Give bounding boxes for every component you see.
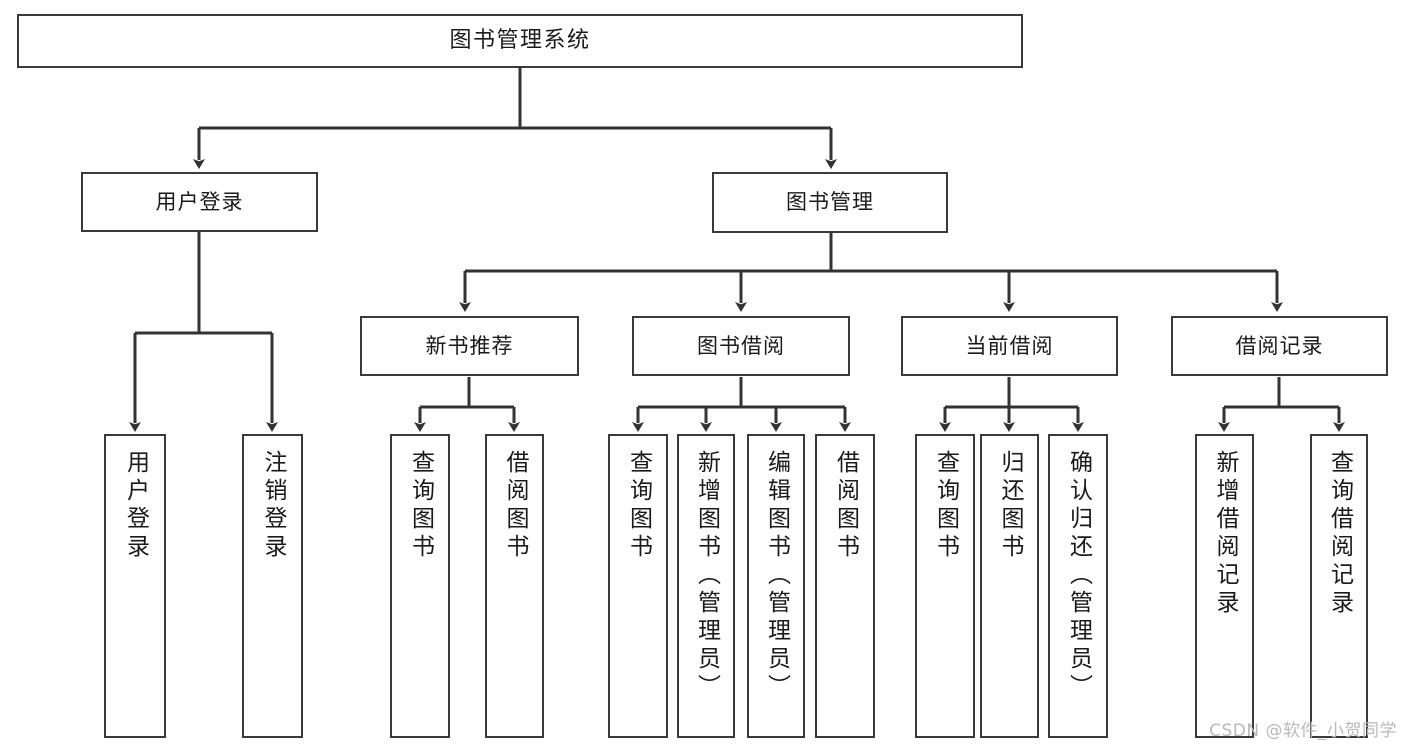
node-leaf-borrow-book[interactable]: 借阅图书 <box>815 434 875 738</box>
node-leaf-user-login[interactable]: 用户登录 <box>104 434 166 738</box>
node-leaf-search-borrow-record[interactable]: 查询借阅记录 <box>1310 434 1368 738</box>
node-label: 新书推荐 <box>425 333 514 358</box>
node-label: 当前借阅 <box>965 333 1054 358</box>
node-label: 编辑图书（管理员） <box>763 450 790 702</box>
node-label: 借阅图书 <box>832 450 859 562</box>
node-leaf-add-borrow-record[interactable]: 新增借阅记录 <box>1195 434 1254 738</box>
node-label: 借阅记录 <box>1235 333 1324 358</box>
node-label: 图书借阅 <box>697 333 785 358</box>
node-label: 新增借阅记录 <box>1212 450 1238 618</box>
node-leaf-search-book-recommend[interactable]: 查询图书 <box>390 434 450 738</box>
node-root-book-management-system[interactable]: 图书管理系统 <box>17 14 1023 68</box>
node-book-borrow[interactable]: 图书借阅 <box>632 316 850 376</box>
node-label: 注销登录 <box>260 450 286 562</box>
node-borrow-record[interactable]: 借阅记录 <box>1171 316 1388 376</box>
node-user-login[interactable]: 用户登录 <box>81 172 318 232</box>
node-leaf-return-book[interactable]: 归还图书 <box>980 434 1039 738</box>
node-label: 查询借阅记录 <box>1326 450 1353 618</box>
node-leaf-edit-book-admin[interactable]: 编辑图书（管理员） <box>747 434 805 738</box>
node-label: 查询图书 <box>407 450 434 562</box>
node-leaf-search-book-current[interactable]: 查询图书 <box>915 434 975 738</box>
node-label: 用户登录 <box>155 189 244 214</box>
node-leaf-add-book-admin[interactable]: 新增图书（管理员） <box>677 434 735 738</box>
node-label: 借阅图书 <box>502 450 528 562</box>
node-book-management[interactable]: 图书管理 <box>712 172 948 233</box>
node-label: 查询图书 <box>932 450 959 562</box>
node-leaf-search-book-borrow[interactable]: 查询图书 <box>608 434 668 738</box>
node-current-borrow[interactable]: 当前借阅 <box>901 316 1118 376</box>
node-leaf-logout[interactable]: 注销登录 <box>242 434 303 738</box>
watermark: CSDN @软件_小贺同学 <box>1209 721 1397 741</box>
node-leaf-confirm-return-admin[interactable]: 确认归还（管理员） <box>1048 434 1108 738</box>
node-label: 图书管理系统 <box>449 28 591 54</box>
node-label: 图书管理 <box>786 190 874 215</box>
node-new-book-recommend[interactable]: 新书推荐 <box>360 316 579 376</box>
node-label: 新增图书（管理员） <box>693 450 720 702</box>
node-label: 用户登录 <box>122 450 149 562</box>
node-label: 确认归还（管理员） <box>1065 450 1092 702</box>
node-label: 归还图书 <box>997 450 1023 562</box>
node-label: 查询图书 <box>625 450 652 562</box>
node-leaf-borrow-book-recommend[interactable]: 借阅图书 <box>485 434 544 738</box>
